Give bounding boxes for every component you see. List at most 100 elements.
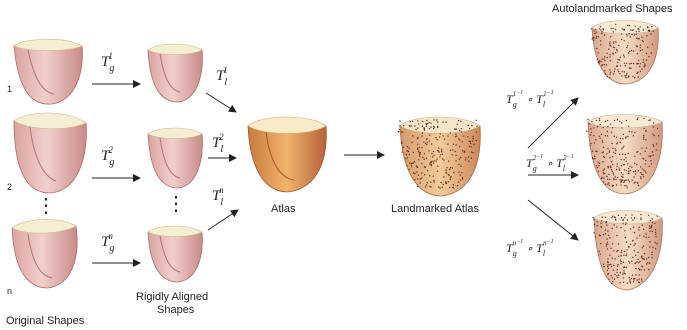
landmark-dot xyxy=(609,237,610,238)
landmark-dot xyxy=(408,169,409,170)
landmark-dot xyxy=(473,138,474,139)
landmark-dot xyxy=(626,185,627,186)
landmark-dot xyxy=(431,164,432,165)
landmark-dot xyxy=(641,265,642,266)
landmark-dot xyxy=(638,31,639,32)
landmark-dot xyxy=(432,156,433,157)
landmark-dot xyxy=(620,260,621,261)
landmark-dot xyxy=(655,232,656,233)
landmark-dot xyxy=(612,185,613,186)
landmark-dot xyxy=(417,120,418,121)
landmark-dot xyxy=(440,133,441,134)
landmark-dot xyxy=(417,149,418,150)
landmark-dot xyxy=(420,182,421,183)
landmark-dot xyxy=(591,132,592,133)
landmark-dot xyxy=(460,121,461,122)
landmark-dot xyxy=(455,129,456,130)
landmark-dot xyxy=(430,123,431,124)
landmark-dot xyxy=(634,26,635,27)
landmark-dot xyxy=(442,121,443,122)
landmark-dot xyxy=(633,279,634,280)
arrow-local-n xyxy=(208,210,238,230)
landmark-dot xyxy=(450,150,451,151)
landmark-dot xyxy=(442,135,443,136)
landmark-dot xyxy=(649,166,650,167)
landmark-dot xyxy=(420,178,421,179)
landmark-dot xyxy=(648,257,649,258)
landmark-dot xyxy=(620,138,621,139)
landmark-dot xyxy=(624,75,625,76)
landmark-dot xyxy=(448,181,449,182)
landmark-dot xyxy=(627,45,628,46)
landmark-dot xyxy=(630,68,631,69)
landmark-dot xyxy=(640,214,641,215)
landmark-dot xyxy=(590,128,591,129)
landmark-dot xyxy=(468,125,469,126)
landmark-dot xyxy=(433,128,434,129)
landmark-dot xyxy=(446,167,447,168)
landmark-dot xyxy=(648,156,649,157)
landmark-dot xyxy=(622,274,623,275)
landmark-dot xyxy=(605,217,606,218)
landmark-dot xyxy=(598,162,599,163)
landmark-dot xyxy=(629,51,630,52)
landmark-dot xyxy=(625,65,626,66)
landmark-dot xyxy=(635,262,636,263)
landmark-dot xyxy=(476,120,477,121)
landmark-dot xyxy=(594,158,595,159)
landmark-dot xyxy=(411,165,412,166)
landmark-dot xyxy=(476,126,477,127)
landmark-dot xyxy=(471,151,472,152)
landmark-dot xyxy=(616,251,617,252)
landmark-dot xyxy=(627,163,628,164)
landmark-dot xyxy=(433,155,434,156)
landmark-dot xyxy=(603,173,604,174)
landmark-dot xyxy=(624,217,625,218)
landmark-dot xyxy=(594,33,595,34)
landmark-dot xyxy=(610,72,611,73)
landmark-dot xyxy=(611,283,612,284)
landmark-dot xyxy=(603,266,604,267)
landmark-dot xyxy=(593,217,594,218)
landmark-dot xyxy=(468,161,469,162)
landmark-dot xyxy=(454,129,455,130)
landmark-dot xyxy=(635,173,636,174)
landmark-dot xyxy=(631,63,632,64)
landmark-dot xyxy=(637,259,638,260)
landmark-dot xyxy=(640,178,641,179)
landmark-dot xyxy=(599,163,600,164)
landmark-dot xyxy=(614,258,615,259)
landmark-dot xyxy=(645,65,646,66)
landmark-dot xyxy=(617,277,618,278)
landmark-dot xyxy=(638,28,639,29)
landmark-dot xyxy=(610,28,611,29)
landmark-dot xyxy=(631,50,632,51)
landmark-dot xyxy=(617,62,618,63)
landmark-dot xyxy=(618,243,619,244)
landmark-dot xyxy=(616,226,617,227)
landmark-dot xyxy=(465,157,466,158)
landmark-dot xyxy=(614,136,615,137)
landmark-dot xyxy=(621,127,622,128)
landmark-dot xyxy=(453,184,454,185)
landmark-dot xyxy=(650,241,651,242)
landmark-dot xyxy=(399,125,400,126)
landmark-dot xyxy=(603,147,604,148)
landmark-dot xyxy=(417,167,418,168)
caption-original-shapes: Original Shapes xyxy=(6,315,85,327)
landmark-dot xyxy=(610,124,611,125)
landmark-dot xyxy=(644,66,645,67)
landmark-dot xyxy=(422,157,423,158)
landmark-dot xyxy=(417,127,418,128)
landmark-dot xyxy=(602,177,603,178)
landmark-dot xyxy=(428,122,429,123)
landmark-dot xyxy=(626,179,627,180)
landmark-dot xyxy=(429,134,430,135)
landmark-dot xyxy=(453,187,454,188)
landmark-dot xyxy=(608,268,609,269)
index-n: n xyxy=(7,286,12,296)
landmark-dot xyxy=(629,277,630,278)
landmark-dot xyxy=(640,166,641,167)
landmark-dot xyxy=(433,176,434,177)
landmark-dot xyxy=(633,278,634,279)
